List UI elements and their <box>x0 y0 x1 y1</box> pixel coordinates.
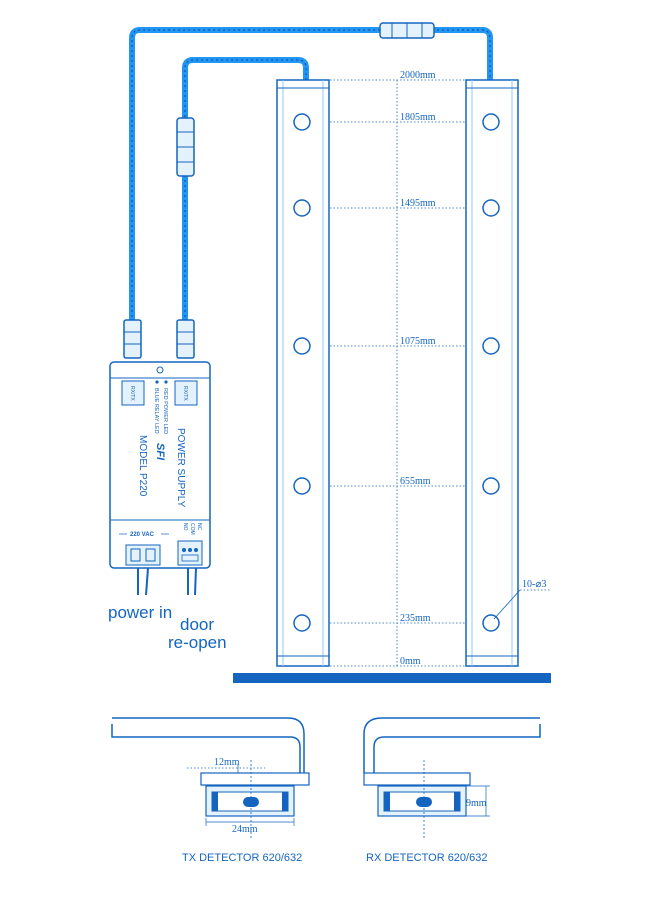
red-led-icon <box>164 380 168 384</box>
power-supply-box: RX/TX RX/TX RED POWER LED BLUE RELAY LED… <box>109 361 211 569</box>
plug-right <box>176 319 195 359</box>
port-left <box>121 380 145 406</box>
re-open-label: re-open <box>168 633 227 652</box>
hole-icon <box>293 113 311 131</box>
power-in-label: power in <box>108 603 172 622</box>
port-left-label: RX/TX <box>129 386 135 401</box>
plug-left <box>123 319 142 359</box>
dimension-lines <box>330 79 466 667</box>
blue-led-label: BLUE RELAY LED <box>153 388 159 434</box>
dim-2000: 2000mm <box>400 70 436 81</box>
tx-cross-section <box>111 717 310 840</box>
dim-0: 0mm <box>400 656 421 667</box>
tx-bar <box>276 79 330 667</box>
cable-to-tx-bar <box>182 57 309 322</box>
rx-cross-section <box>363 717 541 840</box>
dim-1075: 1075mm <box>400 336 436 347</box>
red-led-label: RED POWER LED <box>162 388 168 434</box>
hole-icon <box>293 614 311 632</box>
terminal-no-label: NO <box>182 523 188 531</box>
dim-235: 235mm <box>400 613 431 624</box>
relay-terminal <box>177 540 203 566</box>
cable-to-rx-bar <box>129 27 493 322</box>
dim-1495: 1495mm <box>400 198 436 209</box>
holes-rx <box>482 113 500 632</box>
brand-logo: SFI <box>154 443 166 461</box>
holes-tx <box>293 113 311 632</box>
cable-connector-top <box>379 22 435 39</box>
rx-bar <box>465 79 519 667</box>
output-wires <box>137 567 197 596</box>
hole-icon <box>293 477 311 495</box>
hole-icon <box>482 337 500 355</box>
tx-dim-bottom: 24mm <box>232 824 258 835</box>
blue-led-icon <box>155 380 159 384</box>
door-label: door <box>180 615 214 634</box>
tx-caption: TX DETECTOR 620/632 <box>182 852 302 864</box>
hole-icon <box>482 113 500 131</box>
hole-icon <box>293 199 311 217</box>
cable-connector-mid <box>176 117 195 177</box>
power-supply-title: POWER SUPPLY <box>175 428 186 508</box>
dim-1805: 1805mm <box>400 112 436 123</box>
mount-hole-icon <box>156 366 164 374</box>
tx-dim-top: 12mm <box>214 757 240 768</box>
hole-icon <box>482 199 500 217</box>
rx-dim-side: 9mm <box>466 798 487 809</box>
hole-icon <box>482 614 500 632</box>
voltage-label: 220 VAC <box>130 532 155 538</box>
terminal-nc-label: NC <box>196 523 202 531</box>
floor-line <box>233 673 551 683</box>
port-right-label: RX/TX <box>182 386 188 401</box>
power-terminal <box>125 544 161 566</box>
hole-icon <box>482 477 500 495</box>
power-supply-model: MODEL P220 <box>137 435 148 497</box>
hole-icon <box>293 337 311 355</box>
hole-leader <box>493 589 550 620</box>
terminal-com-label: COM <box>189 523 195 535</box>
port-right <box>174 380 198 406</box>
dim-655: 655mm <box>400 476 431 487</box>
hole-note: 10-⌀3 <box>522 579 546 590</box>
rx-caption: RX DETECTOR 620/632 <box>366 852 487 864</box>
